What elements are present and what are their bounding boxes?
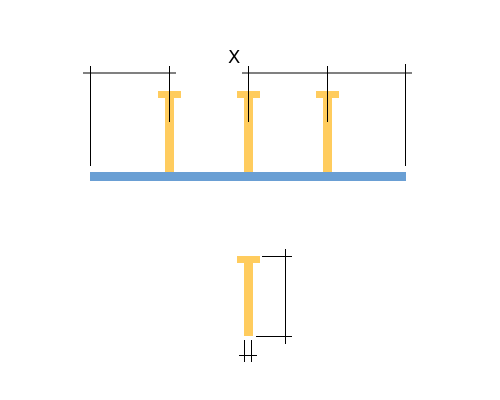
dimension-lines-top [83, 64, 412, 166]
detail-post [237, 256, 260, 336]
base-beam [90, 172, 406, 181]
dimension-label-x: X [228, 47, 240, 68]
dimension-lines-detail [239, 249, 292, 362]
